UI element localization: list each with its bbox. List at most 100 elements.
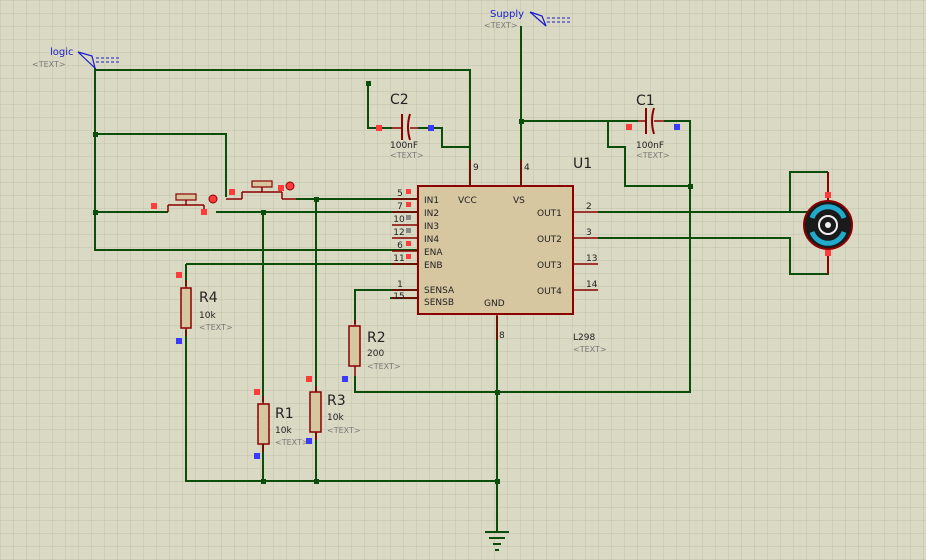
r4-value: 10k [199,311,216,321]
pin-marker-red [151,203,157,209]
u1-ref: U1 [573,156,592,172]
c1-ref: C1 [636,93,655,109]
pin-num-sensb: 15 [393,292,404,302]
terminal-logic[interactable]: logic <TEXT> [32,47,120,70]
c2-value: 100nF [390,141,418,151]
r3-text: <TEXT> [327,426,361,435]
wire-r4-gnd[interactable] [185,330,497,482]
pin-marker-red [825,192,831,198]
terminal-arrow-icon [529,11,547,27]
pin-num-in3: 10 [393,215,405,225]
wires [94,26,829,532]
c1-text: <TEXT> [636,151,670,160]
pin-marker-red [176,272,182,278]
wire-c1-gnd-r2[interactable] [354,120,691,393]
r2-value: 200 [367,349,384,359]
button-actuator-icon[interactable] [285,181,295,191]
u1-text: <TEXT> [573,345,607,354]
pin-num-sensa: 1 [397,280,403,290]
pin-num-out1: 2 [586,202,592,212]
pin-marker-red [254,389,260,395]
pin-name-out2: OUT2 [537,235,562,245]
wire-logic-ena[interactable] [94,68,418,251]
capacitor-c2[interactable]: C2 100nF <TEXT> [376,92,434,160]
pin-name-in4: IN4 [424,235,439,245]
pin-name-enb: ENB [424,261,443,271]
pin-marker-gray [406,215,411,220]
capacitor-c1[interactable]: C1 100nF <TEXT> [626,93,680,160]
pin-num-enb: 11 [393,254,404,264]
r2-text: <TEXT> [367,362,401,371]
pin-marker-blue [674,124,680,130]
pin-marker-blue [176,338,182,344]
pin-marker-red [201,209,207,215]
dc-motor[interactable] [803,172,853,274]
pin-name-in3: IN3 [424,222,439,232]
pin-marker-red [306,376,312,382]
pin-num-in4: 12 [393,228,404,238]
pin-name-gnd: GND [484,299,505,309]
pin-marker-red [406,189,411,194]
pin-name-out4: OUT4 [537,287,562,297]
pin-name-in1: IN1 [424,196,439,206]
button-actuator-icon[interactable] [208,194,218,204]
resistor-r4[interactable]: R4 10k <TEXT> [176,272,233,344]
pin-marker-blue [342,376,348,382]
pin-marker-red [406,202,411,207]
wire-c2-left[interactable] [367,83,392,129]
ic-body[interactable] [417,185,574,315]
terminal-supply-label: Supply [490,9,524,20]
pin-name-out1: OUT1 [537,209,562,219]
wire-logic-sw2[interactable] [95,133,227,197]
pin-marker-blue [254,453,260,459]
resistor-r2[interactable]: R2 200 <TEXT> [342,320,401,382]
wire-c1-loop[interactable] [607,121,690,187]
pin-marker-red [626,124,632,130]
pin-name-in2: IN2 [424,209,439,219]
pin-num-in2: 7 [397,202,403,212]
ground-symbol[interactable] [485,531,509,551]
pin-name-vcc: VCC [458,196,477,206]
pin-marker-red [825,250,831,256]
pin-marker-gray [406,228,411,233]
terminal-supply[interactable]: Supply <TEXT> [484,9,571,30]
pin-name-out3: OUT3 [537,261,562,271]
terminal-logic-label: logic [50,47,74,58]
pin-marker-red [376,125,382,131]
terminal-arrow-icon [77,51,97,70]
wire-motor-top[interactable] [789,171,828,212]
c1-value: 100nF [636,141,664,151]
pin-marker-blue [306,438,312,444]
pin-name-ena: ENA [424,248,443,258]
pin-name-vs: VS [513,196,525,206]
c2-text: <TEXT> [390,151,424,160]
r1-ref: R1 [275,406,294,422]
r1-text: <TEXT> [275,438,309,447]
pin-num-ena: 6 [397,241,403,251]
pin-marker-red [278,185,284,191]
pin-num-out2: 3 [586,228,592,238]
pin-num-vcc: 9 [473,163,479,173]
terminal-supply-text: <TEXT> [484,21,518,30]
r3-ref: R3 [327,393,346,409]
resistor-r1[interactable]: R1 10k <TEXT> [254,389,309,459]
pin-marker-blue [428,125,434,131]
r3-value: 10k [327,413,344,423]
pin-num-gnd: 8 [499,331,505,341]
ic-u1[interactable]: U1 L298 <TEXT> 5 7 [392,156,607,354]
pin-marker-red [406,254,411,259]
pin-marker-red [406,241,411,246]
pin-num-vs: 4 [524,163,530,173]
resistor-r3[interactable]: R3 10k <TEXT> [306,376,361,444]
terminal-logic-text: <TEXT> [32,60,66,69]
pushbutton-sw2[interactable] [226,180,296,200]
pin-num-out3: 13 [586,254,597,264]
u1-part: L298 [573,333,595,343]
pushbutton-sw1[interactable] [151,193,218,215]
pin-num-in1: 5 [397,189,403,199]
c2-ref: C2 [390,92,409,108]
pin-num-out4: 14 [586,280,598,290]
r2-ref: R2 [367,330,386,346]
